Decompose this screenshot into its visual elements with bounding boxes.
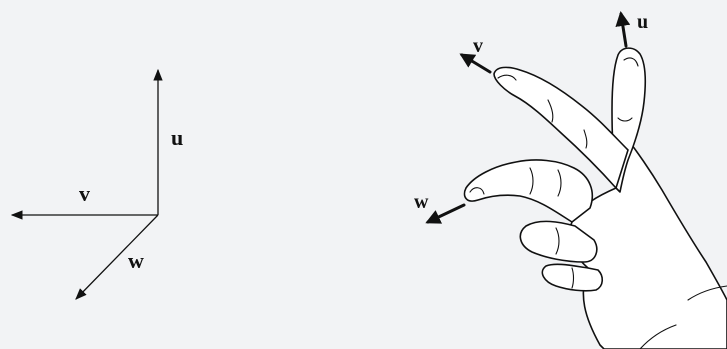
w-finger-label: w [414, 191, 429, 213]
w-axis-label: w [128, 248, 144, 273]
middle-finger [465, 160, 593, 222]
u-axis-label: u [171, 125, 183, 150]
w-finger-arrow [428, 205, 464, 222]
u-finger-label: u [637, 11, 648, 33]
v-axis-label: v [79, 181, 90, 206]
coordinate-axes: u v w [12, 70, 183, 299]
hand-illustration: u v w [414, 11, 727, 349]
u-finger-arrow [621, 14, 626, 46]
w-axis-arrow [76, 215, 158, 299]
v-finger-label: v [473, 35, 483, 57]
v-finger-arrow [462, 55, 490, 72]
